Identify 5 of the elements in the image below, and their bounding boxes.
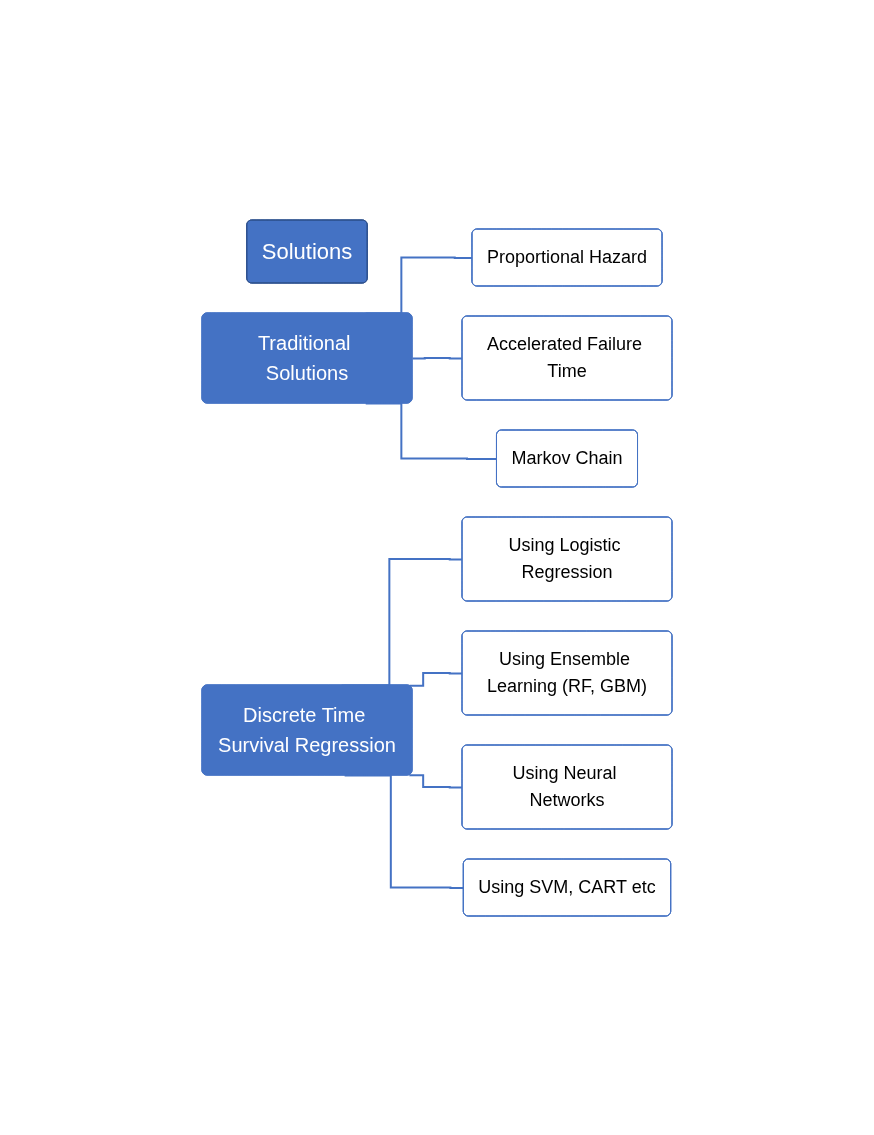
connector xyxy=(364,402,498,460)
connector xyxy=(411,356,464,359)
connector xyxy=(343,774,465,889)
connector xyxy=(408,773,464,788)
connector xyxy=(408,671,464,687)
